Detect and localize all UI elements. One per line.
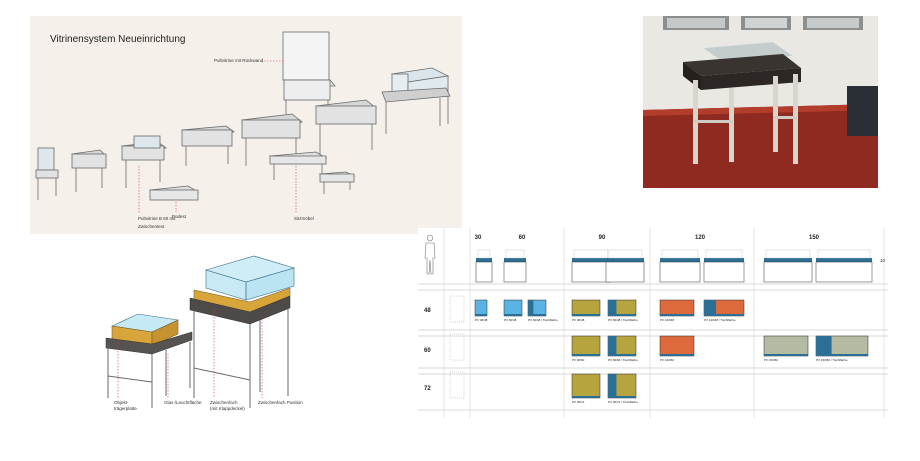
detail-label-4: Zwischenfach Position [258,400,303,405]
cell-r60c90b-zwischenfach [608,336,617,356]
col-header: 60 [519,235,526,241]
cell-r48c30-base [475,314,487,316]
cell-r72c90a [571,373,601,399]
matrix-drawing: 30 60 90 120 150 48 60 72 10 PV 30/48 PV 60/48 PV 6… [418,228,888,418]
cell-r72c90b-base [608,396,636,398]
matrix-panel: 30 60 90 120 150 48 60 72 10 PV 30/48 PV 60/48 PV 6… [418,228,888,418]
detail-label-2: Glas-/Leuchtfläche [164,400,202,405]
cell-r60c90a [571,335,601,357]
cell-r60c150b-zwischenfach [816,336,832,356]
elevation-body [659,261,701,283]
cell-r60c150b-base [816,354,868,356]
elevation-top-band [572,258,610,262]
cell-r48c60a [503,299,523,317]
elevation-body [605,261,645,283]
elevation-top-band [606,258,644,262]
person-silhouette [424,242,436,275]
dimension-marker [449,371,465,399]
cell-r48c90a-base [572,314,600,316]
photo-panel [643,16,878,188]
label-pultvitrine-zwischentext-1: Pultvitrine B 60 mit [138,216,176,221]
row-header: 48 [424,308,431,314]
cell-label-r60c90b: PV 90/60 / Tischfläche [608,358,638,362]
dimension-marker [449,295,465,323]
elevation-glass [765,249,811,259]
cell-r48c90a [571,299,601,317]
cell-label-r72c90b: PV 90/72 / Tischfläche [608,400,638,404]
cell-r48c30 [474,299,488,317]
cell-label-r48c120a: PV 120/48 [660,318,674,322]
row-header: 60 [424,348,431,354]
cell-r48c60b-base [528,314,546,316]
elevation-body [475,261,493,283]
detail-drawing [105,255,296,408]
cell-label-r48c60a: PV 60/48 [504,318,517,322]
elevation-glass [477,249,491,259]
person-head [427,234,433,242]
overview-panel: Vitrinensystem Neueinrichtung [30,16,462,234]
cell-label-r60c120a: PV 120/60 [660,358,674,362]
elevation-body [571,261,611,283]
cell-r48c120a-base [660,314,694,316]
elevation-top-band [504,258,526,262]
elevation-top-band [476,258,492,262]
detail-panel: Objekt-trägerplatte Glas-/Leuchtfläche Z… [94,248,394,428]
cell-label-r48c90a: PV 90/48 [572,318,585,322]
elevation-glass [573,249,609,259]
vitrine-photo [643,16,878,188]
elevation-top-band [660,258,700,262]
cell-r60c150a-base [764,354,808,356]
col-header: 150 [809,235,820,241]
label-pultvitrine-rueckwand: Pultvitrine mit Rückwand [214,58,264,63]
detail-label-3: Zwischenfach(mit Klappdeckel) [210,400,245,411]
cell-label-r48c90b: PV 90/48 / Tischfläche [608,318,638,322]
overview-title: Vitrinensystem Neueinrichtung [50,34,186,45]
cell-label-r60c90a: PV 90/60 [572,358,585,362]
cell-label-r60c150a: PV 150/60 [764,358,778,362]
col-header: 30 [475,235,482,241]
cell-r60c150a [763,335,809,357]
cell-r48c60b-zwischenfach [528,300,534,316]
cell-r60c120a-base [660,354,694,356]
side-dimension-label: 10 [880,258,886,263]
label-sitzmoebel: Sitzmöbel [294,216,314,221]
elevation-top-band [704,258,744,262]
detail-label-1: Objekt-trägerplatte [114,400,137,411]
elevation-body [503,261,527,283]
cell-r60c120a [659,335,695,357]
cell-r48c60a-base [504,314,522,316]
cell-r48c120b-base [704,314,744,316]
cell-r60c90a-base [572,354,600,356]
elevation-glass [661,249,699,259]
label-podest: Podest [172,214,187,219]
elevation-glass [817,249,871,259]
label-pultvitrine-zwischentext-2: Zwischentext [138,224,165,229]
cell-r48c120a [659,299,695,317]
dimension-marker [449,333,465,361]
cell-r72c90a-base [572,396,600,398]
col-header: 120 [695,235,706,241]
cell-label-r48c30: PV 30/48 [475,318,488,322]
overview-drawing [35,31,451,214]
row-header: 72 [424,386,431,392]
elevation-top-band [764,258,812,262]
cell-r48c90b-base [608,314,636,316]
elevation-body [763,261,813,283]
cell-label-r72c90a: PV 90/72 [572,400,585,404]
cell-r72c90b-zwischenfach [608,374,617,398]
cell-label-r48c120b: PV 120/48 / Tischfläche [704,318,736,322]
cell-r60c90b-base [608,354,636,356]
elevation-glass [607,249,643,259]
cell-r48c120b-zwischenfach [704,300,716,316]
cell-label-r48c60b: PV 60/48 / Tischfläche [528,318,558,322]
elevation-top-band [816,258,872,262]
elevation-glass [705,249,743,259]
cell-r48c90b-zwischenfach [608,300,617,316]
col-header: 90 [599,235,606,241]
cell-label-r60c150b: PV 150/60 / Tischfläche [816,358,848,362]
elevation-glass [505,249,525,259]
elevation-body [815,261,873,283]
elevation-body [703,261,745,283]
